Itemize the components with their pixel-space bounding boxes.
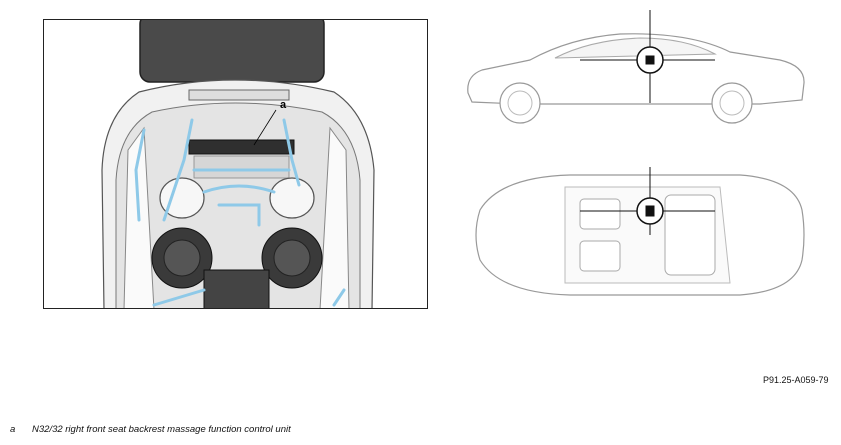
lower-module <box>203 269 270 308</box>
rear-wheel <box>711 82 753 124</box>
massage-control-unit <box>188 139 295 155</box>
top-locator-crosshair <box>580 167 715 235</box>
side-locator-crosshair <box>580 10 715 103</box>
figure-reference-code: P91.25-A059-79 <box>763 375 829 385</box>
seat-backrest-drawing: a <box>101 20 375 308</box>
honeycomb-panel <box>193 155 290 179</box>
right-frame-rail <box>319 126 350 308</box>
legend-text: N32/32 right front seat backrest massage… <box>32 424 291 435</box>
legend: a N32/32 right front seat backrest massag… <box>10 424 291 435</box>
callout-leader-line <box>253 109 277 146</box>
left-valve-block <box>159 177 205 219</box>
wiring-harness <box>134 118 346 307</box>
callout-label: a <box>280 99 287 111</box>
right-valve-block <box>269 177 315 219</box>
headrest-guide-bar <box>188 89 290 101</box>
vehicle-top-view <box>460 165 810 310</box>
front-wheel <box>499 82 541 124</box>
right-speaker-cone <box>273 239 311 277</box>
rear-rim <box>719 90 745 116</box>
vehicle-side-view <box>460 8 810 133</box>
rear-bench <box>664 194 716 276</box>
left-speaker-cone <box>163 239 201 277</box>
side-windows <box>554 37 717 59</box>
vehicle-side-drawing <box>467 10 805 124</box>
front-left-seat <box>579 198 621 230</box>
legend-key: a <box>10 424 16 435</box>
front-right-seat <box>579 240 621 272</box>
front-rim <box>507 90 533 116</box>
seat-backrest-illustration: a <box>43 19 428 309</box>
headrest <box>139 20 325 83</box>
vehicle-top-drawing <box>475 167 805 296</box>
